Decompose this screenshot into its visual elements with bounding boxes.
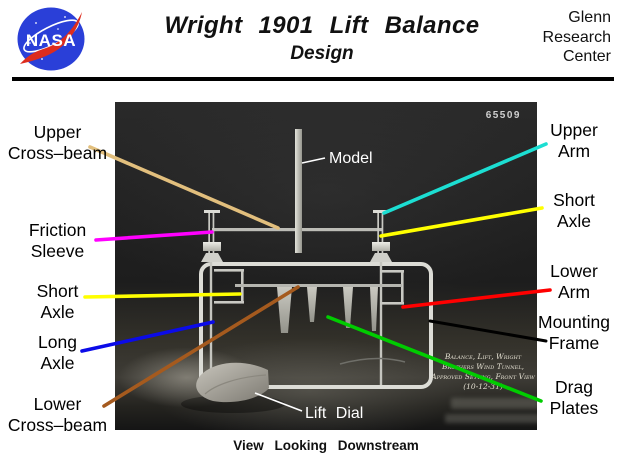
header-divider — [12, 77, 614, 81]
label-lower-cross-beam: Lower Cross–beam — [7, 394, 108, 435]
right-post — [370, 210, 392, 262]
label-long-axle: Long Axle — [38, 332, 77, 373]
drag-plates-shapes — [277, 287, 378, 333]
lift-dial-label: Lift Dial — [305, 405, 364, 422]
model-pointer — [301, 157, 326, 164]
agency-name: Glenn Research Center — [542, 9, 611, 65]
page-title: Wright 1901 Lift Balance — [164, 12, 480, 39]
model-label: Model — [329, 150, 373, 167]
photo-number: 65509 — [485, 110, 521, 121]
floor-wire — [339, 357, 406, 365]
nasa-logo-letters: NASA — [26, 31, 76, 50]
label-mounting-frame: Mounting Frame — [538, 312, 610, 353]
label-drag-plates: Drag Plates — [549, 377, 599, 418]
label-friction-sleeve: Friction Sleeve — [28, 220, 87, 261]
handwriting-line: Balance, Lift, Wright — [444, 352, 522, 361]
label-lower-arm: Lower Arm — [550, 261, 598, 302]
view-caption: View Looking Downstream — [233, 438, 419, 453]
photo-stamp — [445, 414, 537, 423]
left-post — [201, 210, 223, 262]
handwriting-line: Approved Setting, Front View — [431, 372, 535, 381]
model-shape — [295, 129, 302, 253]
nasa-logo-stars — [29, 16, 75, 60]
page-subtitle: Design — [290, 43, 354, 64]
photo-stamp — [451, 398, 537, 409]
nasa-logo: NASA — [17, 7, 85, 71]
photo-handwriting: Balance, Lift, Wright Brothers Wind Tunn… — [421, 352, 537, 392]
right-rack — [380, 270, 404, 305]
handwriting-line: Brothers Wind Tunnel, — [441, 362, 525, 371]
label-short-axle-right: Short Axle — [553, 190, 595, 231]
balance-photograph: 65509 Model Lift Dial Balance, Lift, Wri… — [115, 102, 537, 430]
title-block: Wright 1901 Lift Balance Design — [108, 12, 536, 65]
label-short-axle-left: Short Axle — [36, 281, 79, 322]
drag-plate-bar — [235, 284, 402, 287]
label-upper-cross-beam: Upper Cross–beam — [7, 122, 108, 163]
nasa-logo-swoosh — [20, 12, 82, 64]
handwriting-line: (10-12-31) — [463, 382, 503, 391]
label-upper-arm: Upper Arm — [550, 120, 598, 161]
